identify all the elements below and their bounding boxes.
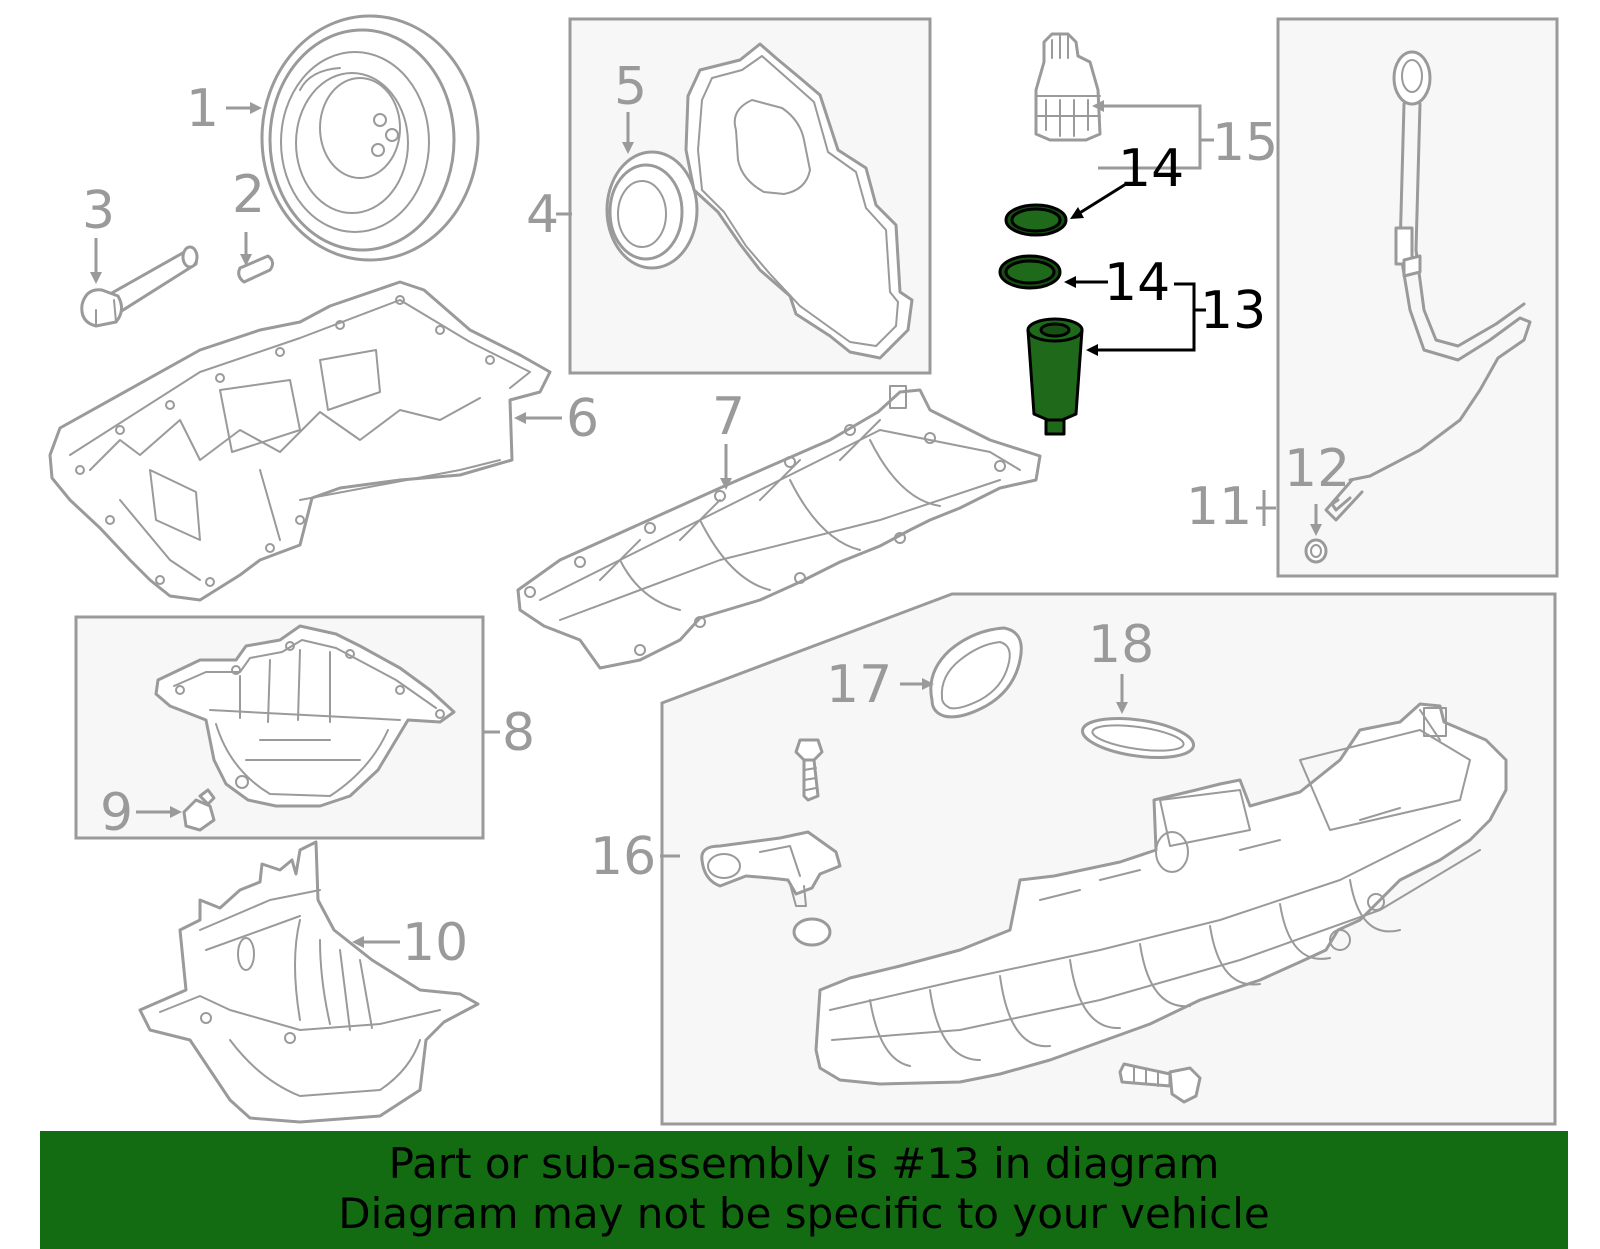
callout-5: 5 <box>614 57 647 117</box>
callout-2: 2 <box>232 165 265 225</box>
banner-line-2: Diagram may not be specific to your vehi… <box>338 1189 1270 1238</box>
part-10-baffle[interactable] <box>138 840 480 1124</box>
part-8-oil-pan-lower[interactable] <box>154 624 456 808</box>
leader-lines <box>90 100 1322 948</box>
part-11-dipstick[interactable] <box>1324 50 1532 522</box>
info-banner: Part or sub-assembly is #13 in diagram D… <box>40 1131 1568 1249</box>
part-16-intake-manifold[interactable] <box>814 702 1508 1086</box>
part-14-upper-o-ring[interactable] <box>1004 203 1068 237</box>
callout-numbers: 1 2 3 4 5 6 7 8 9 10 11 12 13 14 14 15 1… <box>82 57 1350 973</box>
part-16-sensor[interactable] <box>700 830 842 907</box>
part-9-drain-plug[interactable] <box>182 788 216 832</box>
part-16-sensor-o-ring[interactable] <box>792 917 832 947</box>
part-6-oil-pan-upper[interactable] <box>48 280 552 602</box>
part-1-pulley[interactable] <box>260 14 480 262</box>
callout-10: 10 <box>402 913 468 973</box>
part-12-o-ring[interactable] <box>1304 538 1328 564</box>
callout-6: 6 <box>566 389 599 449</box>
callout-7: 7 <box>712 387 745 447</box>
callout-14-upper: 14 <box>1118 139 1184 199</box>
part-18-seal[interactable] <box>1080 712 1196 763</box>
part-16-bolt-lower[interactable] <box>1118 1062 1202 1104</box>
callout-14-lower: 14 <box>1104 253 1170 313</box>
part-17-gasket[interactable] <box>929 626 1023 719</box>
part-7-gasket-frame[interactable] <box>516 385 1042 670</box>
part-15-filter-cap[interactable] <box>1034 32 1102 142</box>
callout-9: 9 <box>100 783 133 843</box>
part-13-oil-filter[interactable] <box>1026 317 1084 436</box>
callout-8: 8 <box>502 703 535 763</box>
part-16-bolt-upper[interactable] <box>794 738 824 802</box>
panel-11 <box>1276 17 1559 578</box>
callout-18: 18 <box>1088 615 1154 675</box>
banner-line-1: Part or sub-assembly is #13 in diagram <box>388 1139 1220 1188</box>
part-5-seal[interactable] <box>605 150 699 270</box>
callout-16: 16 <box>590 827 656 887</box>
part-4-timing-cover[interactable] <box>684 42 914 360</box>
part-2-dowel[interactable] <box>237 254 275 284</box>
callout-13: 13 <box>1200 281 1266 341</box>
callout-3: 3 <box>82 181 115 241</box>
callout-1: 1 <box>186 79 219 139</box>
part-14-lower-o-ring[interactable] <box>998 254 1062 290</box>
part-3-bolt[interactable] <box>80 245 199 328</box>
highlight-leader-lines <box>1064 182 1206 356</box>
callout-12: 12 <box>1284 439 1350 499</box>
callout-4: 4 <box>526 185 559 245</box>
callout-17: 17 <box>826 655 892 715</box>
callout-11: 11 <box>1186 477 1252 537</box>
callout-15: 15 <box>1212 113 1278 173</box>
